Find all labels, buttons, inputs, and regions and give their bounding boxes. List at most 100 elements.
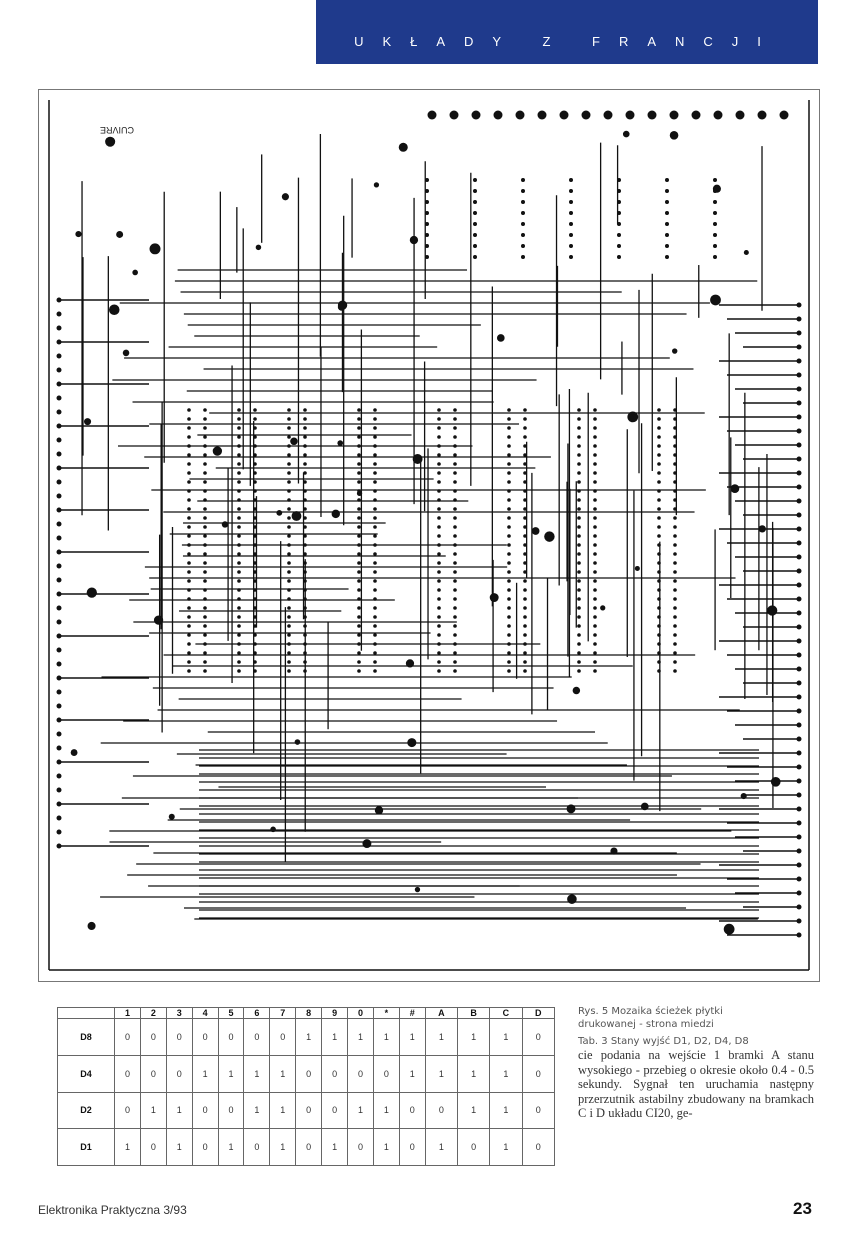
pcb-pad bbox=[796, 386, 802, 392]
pcb-pad bbox=[287, 444, 291, 448]
pcb-pad bbox=[577, 543, 581, 547]
pcb-pad bbox=[673, 633, 677, 637]
pcb-pad bbox=[577, 444, 581, 448]
pcb-pad bbox=[673, 552, 677, 556]
pcb-pad bbox=[657, 462, 661, 466]
pcb-pad bbox=[796, 890, 802, 896]
pcb-pad bbox=[253, 453, 257, 457]
table-cell: 0 bbox=[424, 1091, 458, 1130]
pcb-pad bbox=[203, 642, 207, 646]
pcb-pad bbox=[373, 624, 377, 628]
pcb-pad bbox=[507, 534, 511, 538]
pcb-pad bbox=[253, 624, 257, 628]
pcb-pad bbox=[168, 813, 175, 820]
pcb-pad bbox=[237, 660, 241, 664]
row-label: D1 bbox=[57, 1128, 115, 1166]
pcb-pad bbox=[357, 615, 361, 619]
pcb-pad bbox=[303, 462, 307, 466]
pcb-pad bbox=[287, 471, 291, 475]
table-cell: 1 bbox=[398, 1018, 426, 1056]
pcb-pad bbox=[593, 453, 597, 457]
table-cell: 0 bbox=[521, 1018, 556, 1056]
pcb-pad bbox=[287, 408, 291, 412]
pcb-pad bbox=[796, 764, 802, 770]
pcb-pad bbox=[287, 507, 291, 511]
pcb-pad bbox=[237, 534, 241, 538]
pcb-pad bbox=[253, 660, 257, 664]
pcb-pad bbox=[453, 480, 457, 484]
pcb-pad bbox=[237, 408, 241, 412]
pcb-pad bbox=[253, 561, 257, 565]
pcb-pad bbox=[673, 606, 677, 610]
pcb-pad bbox=[56, 325, 62, 331]
pcb-pad bbox=[673, 426, 677, 430]
pcb-pad bbox=[673, 507, 677, 511]
pcb-pad bbox=[673, 642, 677, 646]
pcb-pad bbox=[796, 708, 802, 714]
pcb-pad bbox=[593, 462, 597, 466]
pcb-pad bbox=[657, 480, 661, 484]
pcb-pad bbox=[796, 750, 802, 756]
pcb-pad bbox=[673, 660, 677, 664]
pcb-pad bbox=[357, 516, 361, 520]
pcb-pad bbox=[523, 534, 527, 538]
pcb-pad bbox=[577, 417, 581, 421]
row-label: D8 bbox=[57, 1018, 115, 1056]
pcb-pad bbox=[473, 211, 477, 215]
pcb-pad bbox=[531, 527, 540, 535]
pcb-pad bbox=[577, 606, 581, 610]
pcb-pad bbox=[657, 426, 661, 430]
pcb-pad bbox=[287, 462, 291, 466]
pcb-pad bbox=[253, 417, 257, 421]
pcb-pad bbox=[303, 624, 307, 628]
pcb-pad bbox=[287, 561, 291, 565]
pcb-pad bbox=[523, 498, 527, 502]
pcb-pad bbox=[757, 110, 767, 120]
pcb-pad bbox=[294, 739, 301, 745]
pcb-pad bbox=[373, 660, 377, 664]
pcb-pad bbox=[373, 669, 377, 673]
table-cell: 1 bbox=[165, 1091, 193, 1130]
pcb-pad bbox=[657, 579, 661, 583]
pcb-pad bbox=[56, 801, 62, 807]
pcb-pad bbox=[56, 787, 62, 793]
pcb-pad bbox=[673, 462, 677, 466]
pcb-pad bbox=[357, 606, 361, 610]
table-cell: 1 bbox=[295, 1018, 323, 1056]
pcb-pad bbox=[56, 829, 62, 835]
pcb-pad bbox=[577, 498, 581, 502]
pcb-pad bbox=[473, 200, 477, 204]
pcb-pad bbox=[203, 435, 207, 439]
pcb-pad bbox=[357, 525, 361, 529]
pcb-pad bbox=[187, 453, 191, 457]
pcb-pad bbox=[87, 921, 96, 931]
pcb-pad bbox=[287, 453, 291, 457]
pcb-pad bbox=[507, 543, 511, 547]
pcb-pad bbox=[665, 178, 669, 182]
column-header: # bbox=[398, 1007, 426, 1019]
pcb-pad bbox=[657, 669, 661, 673]
pcb-pad bbox=[287, 534, 291, 538]
pcb-pad bbox=[796, 652, 802, 658]
pcb-pad bbox=[577, 669, 581, 673]
pcb-pad bbox=[287, 642, 291, 646]
pcb-pad bbox=[357, 507, 361, 511]
pcb-pad bbox=[634, 565, 640, 571]
pcb-pad bbox=[56, 311, 62, 317]
pcb-pad bbox=[665, 244, 669, 248]
pcb-pad bbox=[237, 426, 241, 430]
pcb-pad bbox=[290, 437, 298, 446]
pcb-pad bbox=[203, 462, 207, 466]
pcb-pad bbox=[56, 339, 62, 345]
pcb-pad bbox=[56, 423, 62, 429]
pcb-pad bbox=[56, 675, 62, 681]
pcb-pad bbox=[603, 110, 613, 120]
table-cell: 1 bbox=[372, 1091, 400, 1130]
table-cell: 1 bbox=[347, 1018, 374, 1056]
pcb-pad bbox=[740, 792, 747, 800]
pcb-pad bbox=[796, 456, 802, 462]
pcb-pad bbox=[507, 579, 511, 583]
pcb-pad bbox=[657, 525, 661, 529]
pcb-pad bbox=[796, 428, 802, 434]
